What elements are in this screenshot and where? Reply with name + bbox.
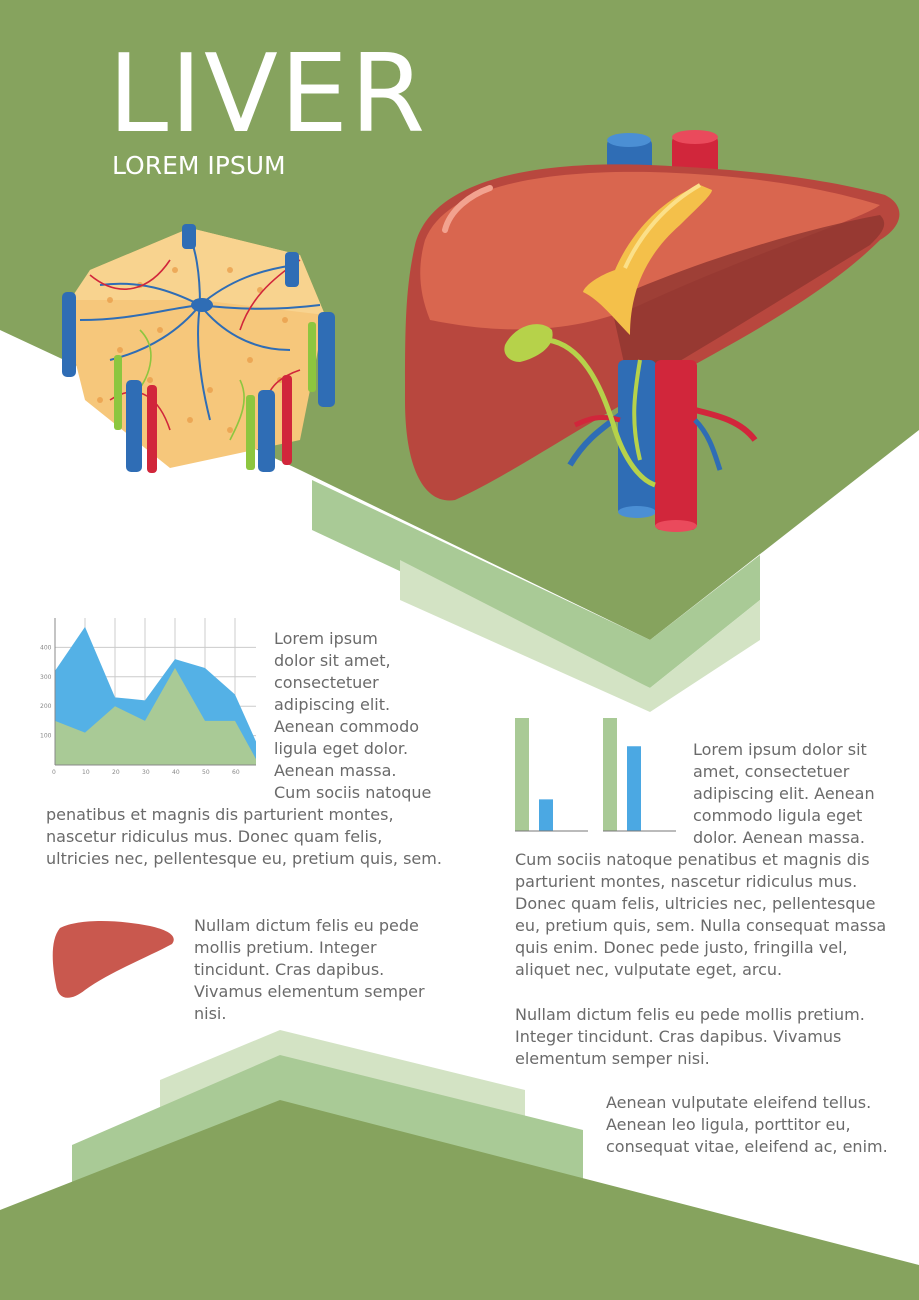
y-tick-label: 300: [40, 674, 52, 681]
y-tick-label: 200: [40, 703, 52, 710]
bar-2-2: [627, 746, 641, 831]
page-subtitle: LOREM IPSUM: [112, 151, 286, 180]
x-tick-label: 50: [202, 769, 210, 776]
x-tick-label: 0: [52, 769, 56, 776]
bottom-green-band: [0, 1100, 919, 1300]
bar-chart: [515, 718, 676, 832]
bar-1-1: [515, 718, 529, 831]
liver-silhouette-icon: [52, 921, 174, 998]
text-block-1-bottom: penatibus et magnis dis parturient monte…: [46, 805, 442, 868]
page-title: LIVER: [108, 32, 428, 157]
area-series-2: [55, 667, 256, 765]
text-block-2-top: Lorem ipsum dolor sit amet, consectetuer…: [693, 740, 875, 847]
x-tick-label: 30: [142, 769, 150, 776]
text-block-5: Aenean vulputate eleifend tellus. Aenean…: [606, 1093, 888, 1156]
area-chart: 0 10 20 30 40 50 60 100 200 300 400: [40, 618, 256, 776]
text-block-1-top: Lorem ipsum dolor sit amet, consectetuer…: [274, 629, 432, 802]
liver-lobule-illustration: [62, 224, 335, 473]
bar-2-1: [603, 718, 617, 831]
y-tick-label: 100: [40, 733, 52, 740]
text-block-3: Nullam dictum felis eu pede mollis preti…: [194, 916, 425, 1023]
bar-1-2: [539, 799, 553, 831]
text-block-2-bottom: Cum sociis natoque penatibus et magnis d…: [515, 850, 887, 979]
x-tick-label: 20: [112, 769, 120, 776]
y-tick-label: 400: [40, 644, 52, 651]
x-tick-label: 40: [172, 769, 180, 776]
x-tick-label: 60: [232, 769, 240, 776]
bottom-chevron-light: [72, 1055, 583, 1190]
liver-anatomy-illustration: [405, 130, 900, 532]
text-block-4: Nullam dictum felis eu pede mollis preti…: [515, 1005, 865, 1068]
top-chevron-pale: [400, 560, 760, 712]
x-tick-label: 10: [82, 769, 90, 776]
